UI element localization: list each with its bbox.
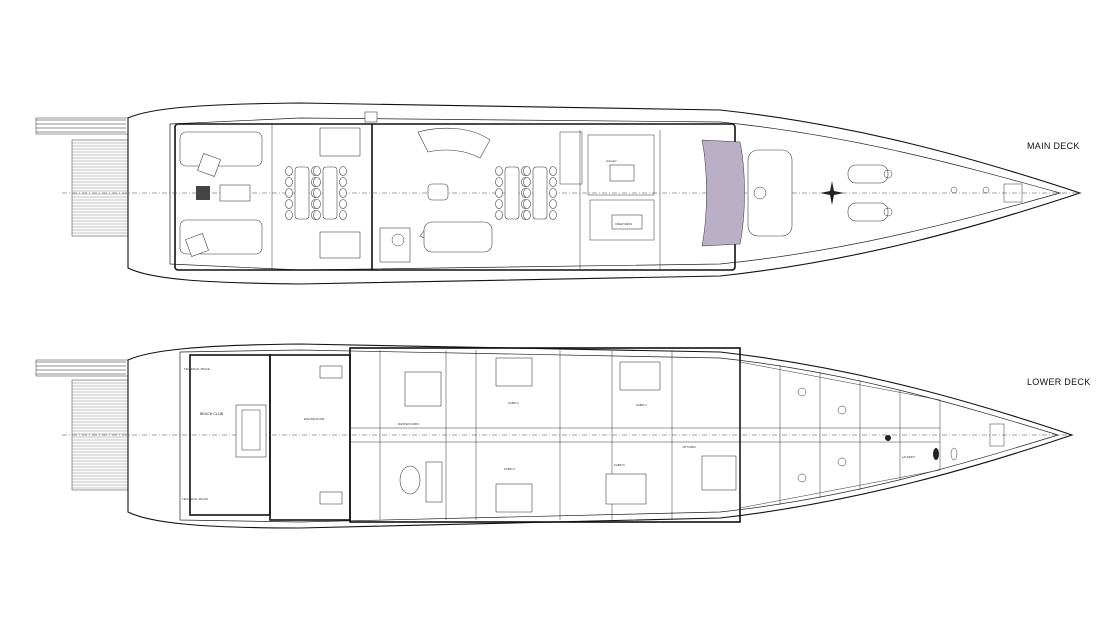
dining-table <box>532 166 548 220</box>
guest-cabins: MASTER KABIN KABIN 2 KABIN 3 KABIN 4 KAB… <box>349 347 741 523</box>
dining-chair <box>313 199 321 209</box>
dining-chair <box>495 210 503 220</box>
dining-chair <box>313 177 321 187</box>
main-stern-platform <box>35 117 161 237</box>
technical-space-upper-label: TECHNICAL SPACE <box>184 367 210 371</box>
dining-chair <box>285 166 293 176</box>
crew-mess-label: CREW MESS <box>615 222 632 226</box>
dining-chair <box>285 188 293 198</box>
dining-table <box>322 166 338 220</box>
dining-chair <box>495 177 503 187</box>
laundry-label: LAUNDRY <box>902 455 915 459</box>
dining-chair <box>313 188 321 198</box>
galley-area: GALLEY CREW MESS <box>559 131 655 241</box>
lower-deck-plan: BEACH CLUB TECHNICAL SPACE TECHNICAL SPA… <box>35 343 1091 529</box>
kabin-5-label: KABIN 5 <box>614 463 625 467</box>
dining-chair <box>549 199 557 209</box>
dining-table <box>504 166 520 220</box>
wheelhouse-windscreen <box>701 139 745 247</box>
kabin-4-label: KABIN 4 <box>636 403 647 407</box>
lower-deck-title: LOWER DECK <box>1027 377 1091 387</box>
compass-rose-icon <box>820 181 844 205</box>
dining-chair <box>285 199 293 209</box>
technical-space-lower-label: TECHNICAL SPACE <box>182 497 208 501</box>
main-deck-lobby <box>319 111 449 263</box>
dining-chair <box>339 188 347 198</box>
dining-chair <box>549 210 557 220</box>
main-deck-plan: GALLEY CREW MESS MAIN DECK <box>35 102 1082 285</box>
dining-chair <box>339 166 347 176</box>
lower-deck-inner-hull <box>179 349 1060 523</box>
dining-chair <box>339 177 347 187</box>
dining-chair <box>313 210 321 220</box>
lower-deck-hull <box>127 343 1074 529</box>
dining-chair <box>523 199 531 209</box>
vip-kabin-label: VIP KABIN <box>682 445 696 449</box>
aft-deck-seating <box>179 131 263 257</box>
dining-chair <box>549 166 557 176</box>
galley-label: GALLEY <box>606 159 617 163</box>
dining-chair <box>549 188 557 198</box>
dining-chair <box>523 177 531 187</box>
crew-quarters: LAUNDRY <box>739 361 1005 509</box>
dining-chair <box>339 210 347 220</box>
dining-chair <box>313 166 321 176</box>
engine-room-label: ENGINE ROOM <box>304 417 325 421</box>
foredeck <box>747 149 1023 237</box>
dining-chair <box>495 199 503 209</box>
beach-club-label: BEACH CLUB <box>200 412 224 416</box>
dining-chair <box>495 188 503 198</box>
dining-chair <box>549 177 557 187</box>
dining-areas <box>285 166 557 220</box>
dining-chair <box>285 177 293 187</box>
dining-chair <box>523 188 531 198</box>
dining-table <box>294 166 310 220</box>
kabin-3-label: KABIN 3 <box>504 467 515 471</box>
master-kabin-label: MASTER KABIN <box>398 422 419 426</box>
dining-chair <box>339 199 347 209</box>
dining-chair <box>285 210 293 220</box>
dining-chair <box>523 166 531 176</box>
dining-chair <box>523 210 531 220</box>
dining-chair <box>495 166 503 176</box>
kabin-2-label: KABIN 2 <box>508 401 519 405</box>
main-deck-title: MAIN DECK <box>1027 141 1080 151</box>
main-deck-hull <box>127 102 1082 285</box>
main-salon-lounge <box>417 127 493 253</box>
